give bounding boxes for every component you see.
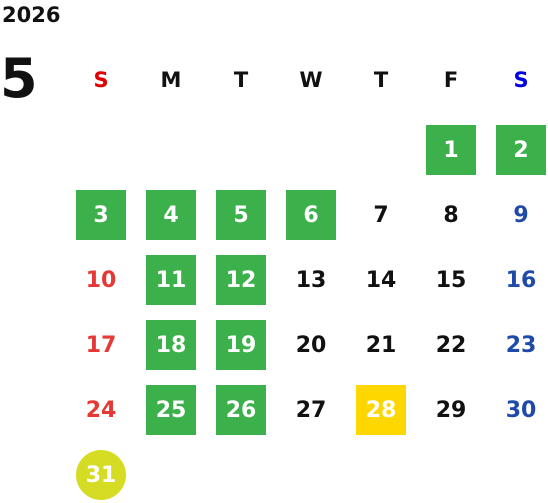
day-cell-1[interactable]: 1 xyxy=(426,125,476,175)
weekday-wed: W xyxy=(299,68,323,92)
day-cell-10[interactable]: 10 xyxy=(85,267,117,293)
day-cell-12[interactable]: 12 xyxy=(216,255,266,305)
day-cell-29[interactable]: 29 xyxy=(435,397,467,423)
day-cell-5[interactable]: 5 xyxy=(216,190,266,240)
weekday-thu: T xyxy=(373,68,389,92)
day-cell-27[interactable]: 27 xyxy=(295,397,327,423)
weekday-sun: S xyxy=(93,68,109,92)
weekday-sat: S xyxy=(513,68,529,92)
year-label: 2026 xyxy=(2,3,61,27)
day-cell-25[interactable]: 25 xyxy=(146,385,196,435)
day-cell-13[interactable]: 13 xyxy=(295,267,327,293)
day-cell-24[interactable]: 24 xyxy=(85,397,117,423)
day-cell-17[interactable]: 17 xyxy=(85,332,117,358)
day-cell-3[interactable]: 3 xyxy=(76,190,126,240)
day-cell-14[interactable]: 14 xyxy=(365,267,397,293)
weekday-tue: T xyxy=(233,68,249,92)
month-label: 5 xyxy=(0,47,38,110)
day-cell-8[interactable]: 8 xyxy=(443,202,459,228)
day-cell-18[interactable]: 18 xyxy=(146,320,196,370)
day-cell-26[interactable]: 26 xyxy=(216,385,266,435)
day-cell-19[interactable]: 19 xyxy=(216,320,266,370)
day-cell-16[interactable]: 16 xyxy=(505,267,537,293)
weekday-mon: M xyxy=(160,68,182,92)
day-cell-6[interactable]: 6 xyxy=(286,190,336,240)
day-cell-11[interactable]: 11 xyxy=(146,255,196,305)
day-cell-30[interactable]: 30 xyxy=(505,397,537,423)
day-cell-21[interactable]: 21 xyxy=(365,332,397,358)
weekday-fri: F xyxy=(443,68,459,92)
day-cell-9[interactable]: 9 xyxy=(513,202,529,228)
day-cell-15[interactable]: 15 xyxy=(435,267,467,293)
day-cell-4[interactable]: 4 xyxy=(146,190,196,240)
day-cell-20[interactable]: 20 xyxy=(295,332,327,358)
day-cell-22[interactable]: 22 xyxy=(435,332,467,358)
day-cell-28[interactable]: 28 xyxy=(356,385,406,435)
day-cell-2[interactable]: 2 xyxy=(496,125,546,175)
day-cell-23[interactable]: 23 xyxy=(505,332,537,358)
day-cell-31[interactable]: 31 xyxy=(76,450,126,500)
day-cell-7[interactable]: 7 xyxy=(373,202,389,228)
